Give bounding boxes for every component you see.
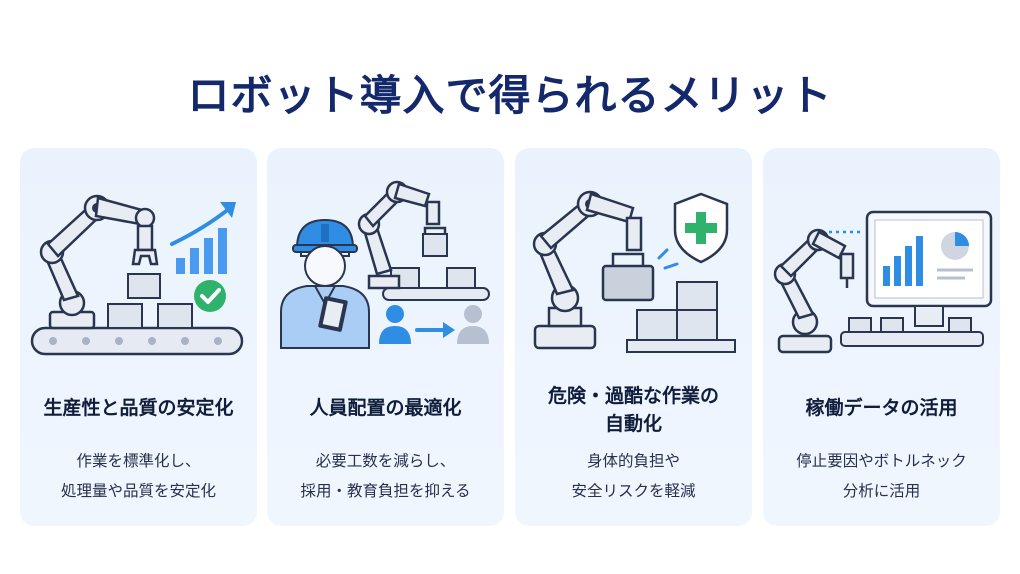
worker-robot-illustration [280,180,490,349]
card-desc-line-1: 作業を標準化し、 [76,452,201,470]
benefit-card-staffing: 人員配置の最適化 必要工数を減らし、 採用・教育負担を抑える [267,148,504,526]
benefit-card-hazard-automation: 危険・過酷な作業の 自動化 身体的負担や 安全リスクを軽減 [515,148,752,526]
card-desc-line-1: 停止要因やボトルネック [796,452,967,470]
card-desc-line-1: 身体的負担や [586,452,680,470]
card-title-line-2: 自動化 [604,413,662,435]
robot-arm-conveyor-illustration [30,194,244,356]
card-title: 稼働データの活用 [805,397,958,419]
card-desc-line-2: 採用・教育負担を抑える [300,482,471,500]
card-desc-line-1: 必要工数を減らし、 [315,452,456,470]
robot-pallet-shield-illustration [532,190,736,353]
page-title: ロボット導入で得られるメリット [187,71,833,120]
card-desc-line-2: 分析に活用 [842,482,921,500]
benefit-card-productivity: 生産性と品質の安定化 作業を標準化し、 処理量や品質を安定化 [20,148,257,526]
card-desc-line-2: 安全リスクを軽減 [571,482,696,500]
benefit-card-data-utilization: 稼働データの活用 停止要因やボトルネック 分析に活用 [763,148,1000,526]
card-desc-line-2: 処理量や品質を安定化 [60,482,216,500]
card-title: 生産性と品質の安定化 [43,397,234,419]
card-title-line-1: 危険・過酷な作業の [547,385,719,407]
robot-monitor-dashboard-illustration [773,210,993,354]
card-title: 人員配置の最適化 [309,397,462,419]
